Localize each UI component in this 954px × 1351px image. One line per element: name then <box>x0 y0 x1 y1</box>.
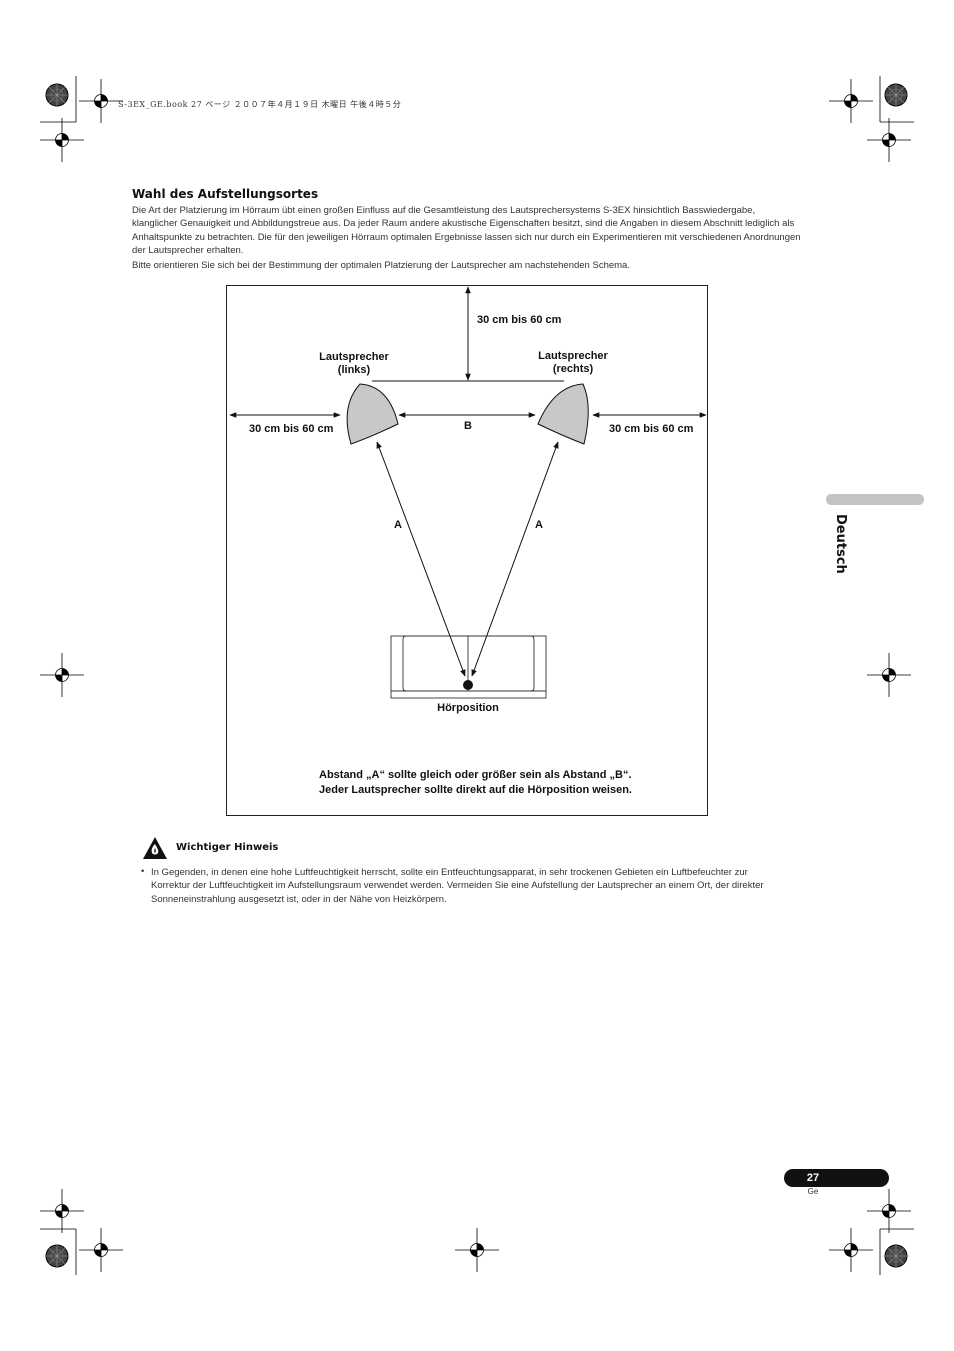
page-number: 27 <box>806 1172 820 1184</box>
speaker-right-icon <box>537 383 589 445</box>
speaker-left-label-line2: (links) <box>338 364 371 376</box>
language-tab-bar <box>826 494 924 505</box>
right-distance-label: 30 cm bis 60 cm <box>609 423 694 435</box>
speaker-placement-diagram: 30 cm bis 60 cm Lautsprecher (links) Lau… <box>226 285 708 816</box>
distance-a-right-label: A <box>535 519 543 531</box>
print-header-line: S-3EX_GE.book 27 ページ ２００７年４月１９日 木曜日 午後４時… <box>118 100 402 109</box>
left-distance-label: 30 cm bis 60 cm <box>249 423 334 435</box>
distance-a-left-label: A <box>394 519 402 531</box>
distance-a-right-arrow <box>471 441 559 677</box>
language-tab-text: Deutsch <box>833 514 848 574</box>
speaker-right-label-line2: (rechts) <box>553 363 594 375</box>
page-language-code: Ge <box>807 1187 819 1196</box>
warning-triangle-icon <box>143 837 167 859</box>
schema-reference-paragraph: Bitte orientieren Sie sich bei der Besti… <box>132 260 630 271</box>
section-title: Wahl des Aufstellungsortes <box>132 187 319 201</box>
note-bullet: • <box>141 866 145 877</box>
language-tab-label: Deutsch <box>826 514 856 584</box>
listening-position-dot <box>463 680 473 690</box>
speaker-left-label-line1: Lautsprecher <box>319 351 389 363</box>
distance-b-label: B <box>464 420 472 432</box>
intro-paragraph: Die Art der Platzierung im Hörraum übt e… <box>132 205 801 256</box>
speaker-right-label-line1: Lautsprecher <box>538 350 608 362</box>
note-title: Wichtiger Hinweis <box>176 842 279 853</box>
listening-position-label: Hörposition <box>437 702 499 714</box>
diagram-caption-line1: Abstand „A“ sollte gleich oder größer se… <box>319 769 632 781</box>
note-text: In Gegenden, in denen eine hohe Luftfeuc… <box>151 867 764 905</box>
diagram-caption-line2: Jeder Lautsprecher sollte direkt auf die… <box>319 784 632 796</box>
page-number-pill <box>784 1169 889 1187</box>
top-distance-label: 30 cm bis 60 cm <box>477 314 562 326</box>
speaker-left-icon <box>346 383 399 445</box>
diagram-drawing: 30 cm bis 60 cm Lautsprecher (links) Lau… <box>229 286 707 796</box>
distance-a-left-arrow <box>376 441 466 677</box>
corner-crop-lines <box>40 76 914 1275</box>
